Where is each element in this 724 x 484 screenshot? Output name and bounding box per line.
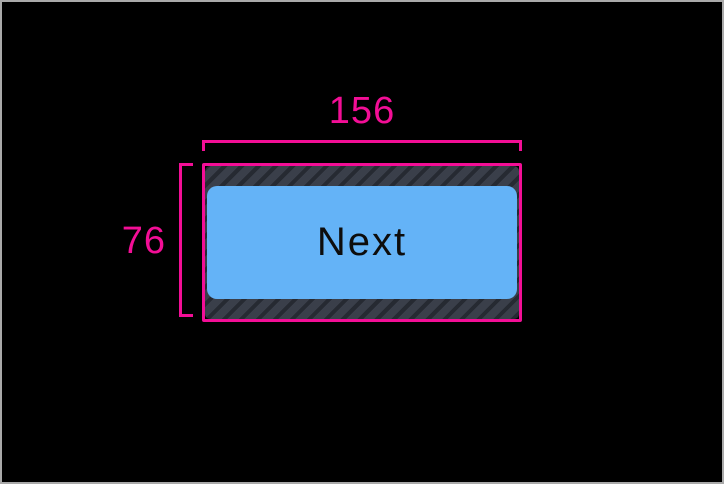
next-button-label: Next (316, 220, 408, 264)
width-measurement-label: 156 (328, 90, 396, 132)
height-measurement-bracket (179, 163, 193, 317)
width-measurement-bracket (202, 140, 522, 151)
height-measurement-label: 76 (121, 220, 166, 262)
next-button[interactable]: Next (207, 186, 517, 299)
selected-widget-bounds: Next (202, 163, 522, 322)
